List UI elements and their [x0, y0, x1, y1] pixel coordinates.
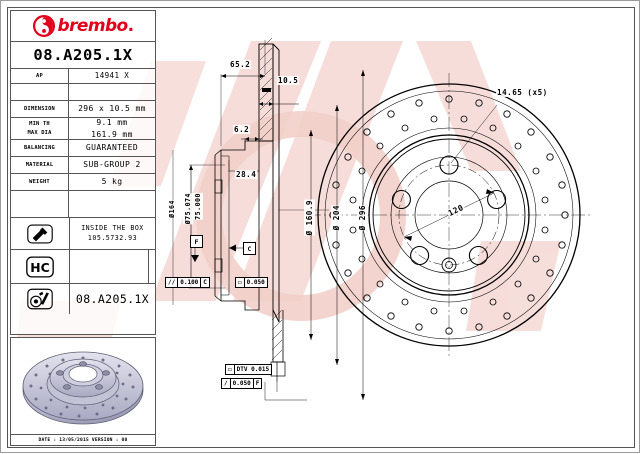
- dim-dia-296: Ø 296: [357, 205, 368, 231]
- dimension-row: DIMENSION 296 x 10.5 mm: [11, 101, 155, 118]
- material-label: MATERIAL: [11, 157, 69, 173]
- dim-hat-thickness: 10.5: [277, 76, 300, 85]
- brake-disc-photo: [10, 337, 156, 435]
- brembo-wordmark: brembo: [57, 16, 129, 36]
- brembo-dot: .: [127, 16, 134, 36]
- inside-box-line2: 105.5732.93: [87, 233, 138, 242]
- dim-bore-tol-upper: Ø75.074: [183, 193, 193, 225]
- fcf-symbol-runout: ∕: [222, 379, 231, 388]
- dim-overall-width: 65.2: [229, 60, 252, 69]
- bolt-icon: [11, 218, 70, 249]
- fcf-runout: ∕ 0.050 F: [221, 378, 263, 389]
- dim-step: 6.2: [233, 125, 251, 134]
- fcf-value-parallelism: 0.100: [178, 278, 202, 287]
- fcf-value-runout: 0.050: [231, 379, 254, 388]
- dim-bore-tol-lower: 75.000: [193, 193, 203, 220]
- brembo-mark-icon: [32, 15, 55, 37]
- hc-row: HC: [11, 250, 155, 284]
- ap-row: AP 14941 X: [11, 69, 155, 84]
- callout-hole-dia: 14.65 (x5): [496, 88, 549, 97]
- dimension-label: DIMENSION: [11, 101, 69, 117]
- disc-brake-icon: [11, 284, 70, 314]
- bottom-code-row: 08.A205.1X: [11, 284, 155, 314]
- fcf-parallelism: ∕∕ 0.100 C: [165, 277, 210, 288]
- fcf-symbol-flatness: ◻: [236, 278, 245, 287]
- spec-panel: brembo . 08.A205.1X AP 14941 X DIMENSION…: [10, 10, 156, 335]
- dim-inner-band: 28.4: [235, 170, 258, 179]
- max-dia-label: MAX DIA: [27, 129, 52, 136]
- hc-badge-icon: HC: [11, 250, 70, 283]
- fcf-value-flatness: 0.050: [246, 278, 265, 286]
- svg-text:HC: HC: [30, 260, 49, 274]
- spacer-row: [11, 191, 155, 218]
- ap-label: AP: [11, 69, 69, 83]
- technical-drawing: 65.2 10.5 6.2 28.4 Ø164 Ø75.074 75.000 Ø…: [159, 10, 633, 446]
- dimension-value: 296 x 10.5 mm: [78, 104, 146, 114]
- hc-blank-cell: [70, 250, 149, 283]
- datum-f: F: [190, 235, 203, 248]
- sheet-inner-border: [7, 7, 635, 448]
- fcf-datum-parallelism: C: [203, 278, 207, 286]
- fcf-datum-runout: F: [255, 379, 260, 387]
- balancing-row: BALANCING GUARANTEED: [11, 140, 155, 157]
- weight-label: WEIGHT: [11, 174, 69, 190]
- max-dia-value: 161.9 mm: [91, 129, 133, 139]
- blank-row: [11, 84, 155, 101]
- thickness-row: MIN TH MAX DIA 9.1 mm 161.9 mm: [11, 118, 155, 140]
- fcf-value-dtv: DTV 0.015: [236, 365, 270, 373]
- thickness-labels: MIN TH MAX DIA: [11, 118, 69, 139]
- dim-dia-204: Ø 204: [331, 205, 342, 231]
- thickness-values: 9.1 mm 161.9 mm: [69, 117, 155, 140]
- weight-row: WEIGHT 5 kg: [11, 174, 155, 191]
- inside-the-box-row: INSIDE THE BOX 105.5732.93: [11, 218, 155, 250]
- inside-box-text: INSIDE THE BOX 105.5732.93: [70, 224, 155, 243]
- datum-c: C: [243, 242, 256, 255]
- part-code: 08.A205.1X: [11, 42, 155, 69]
- dim-dia-160: Ø 160.9: [304, 200, 315, 236]
- ap-value: 14941 X: [94, 70, 130, 80]
- bottom-part-code: 08.A205.1X: [75, 291, 150, 306]
- balancing-label: BALANCING: [11, 140, 69, 156]
- material-value: SUB-GROUP 2: [83, 160, 141, 170]
- weight-value: 5 kg: [101, 177, 123, 187]
- material-row: MATERIAL SUB-GROUP 2: [11, 157, 155, 174]
- min-th-label: MIN TH: [29, 121, 50, 128]
- balancing-value: GUARANTEED: [85, 143, 139, 153]
- fcf-dtv: ◻ DTV 0.015: [225, 364, 273, 375]
- fcf-symbol-parallelism: ∕∕: [166, 278, 179, 287]
- min-th-value: 9.1 mm: [96, 117, 128, 127]
- fcf-flatness: ◻ 0.050: [235, 277, 268, 288]
- dim-hat-dia: Ø164: [167, 200, 177, 218]
- brembo-logo: brembo .: [11, 11, 155, 42]
- inside-box-line1: INSIDE THE BOX: [81, 223, 144, 232]
- footer-date: DATE : 13/05/2015 VERSION : 00: [10, 435, 156, 446]
- fcf-symbol-dtv: ◻: [226, 365, 235, 374]
